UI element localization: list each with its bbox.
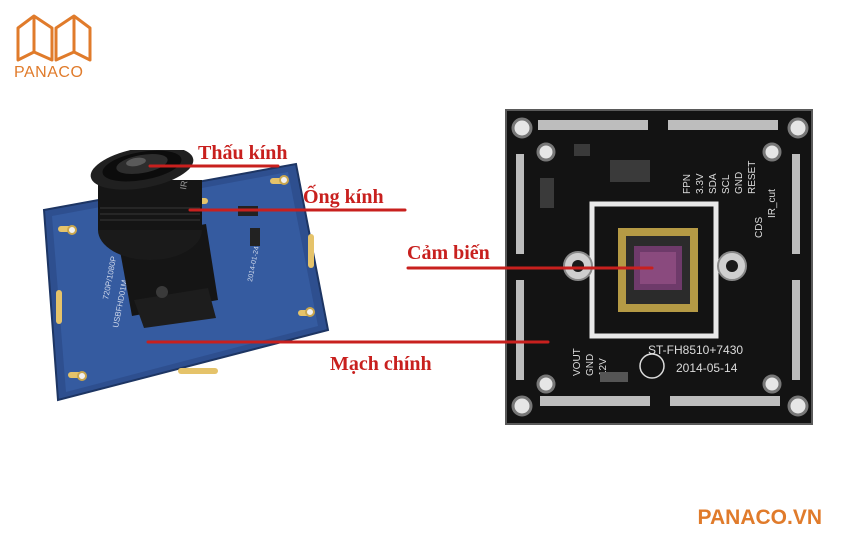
pin-label-vout: VOUT bbox=[572, 348, 583, 376]
svg-text:IR: IR bbox=[178, 179, 189, 190]
footer-brand: PANACO.VN bbox=[697, 506, 822, 529]
pin-label-ir-cut: IR_cut bbox=[767, 189, 778, 218]
pin-label-gnd: GND bbox=[734, 172, 745, 194]
board-date-label: 2014-05-14 bbox=[676, 361, 738, 375]
camera-module-photo: 720P/1080P USBFHD01M 2014-01-24 IR bbox=[38, 150, 343, 405]
pin-label-scl: SCL bbox=[721, 174, 732, 194]
label-lens: Thấu kính bbox=[198, 142, 288, 164]
board-model-label: ST-FH8510+7430 bbox=[648, 343, 743, 357]
panaco-logo bbox=[14, 12, 94, 84]
pin-label-gnd-2: GND bbox=[585, 354, 596, 376]
logo-text: PANACO bbox=[14, 64, 84, 81]
pin-label-12v: 12V bbox=[598, 358, 609, 376]
pin-label-fpn: FPN bbox=[682, 174, 693, 194]
label-sensor: Cảm biến bbox=[407, 242, 490, 264]
label-main-board: Mạch chính bbox=[330, 353, 432, 375]
sensor-board-photo: FPN 3.3V SDA SCL GND RESET CDS IR_cut VO… bbox=[500, 100, 820, 428]
pin-label-reset: RESET bbox=[747, 161, 758, 194]
pin-label-3v3: 3.3V bbox=[695, 173, 706, 194]
pin-label-sda: SDA bbox=[708, 173, 719, 194]
label-barrel: Ống kính bbox=[303, 186, 384, 208]
pin-label-cds: CDS bbox=[754, 217, 765, 238]
